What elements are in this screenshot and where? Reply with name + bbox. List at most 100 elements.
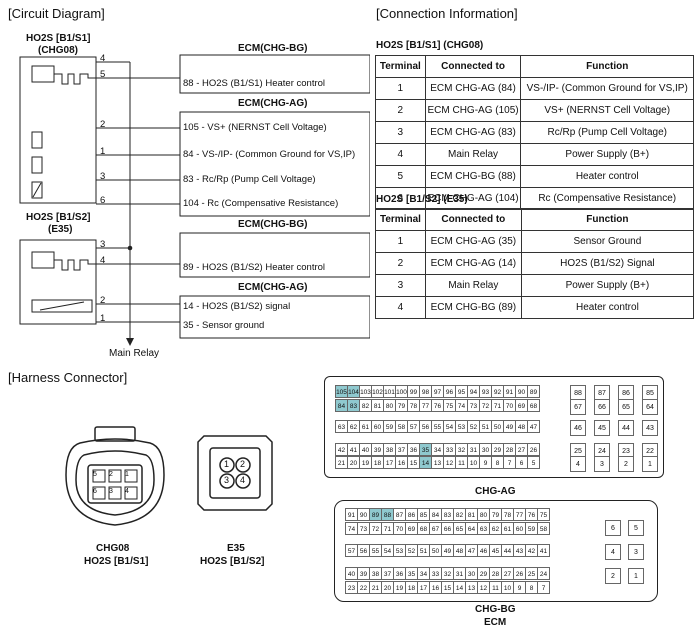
ecm-pin: 102: [371, 385, 384, 398]
chg08-pin: 4: [125, 488, 129, 495]
cell-connected-to: ECM CHG-AG (35): [424, 230, 522, 253]
ecm-pin: 69: [405, 522, 418, 535]
cell-connected-to: Main Relay: [424, 143, 522, 166]
s1-pin: 4: [100, 53, 106, 64]
ecm-pin: 80: [383, 399, 396, 412]
ecm-pin: 5: [628, 520, 644, 536]
ecm-pin: 63: [335, 420, 348, 433]
ecm-pin: 38: [383, 443, 396, 456]
sensor1-name: HO2S [B1/S1]: [26, 33, 91, 44]
cell-function: HO2S (B1/S2) Signal: [520, 252, 695, 275]
ecm-pin: 6: [605, 520, 621, 536]
e35-pin: 2: [240, 459, 246, 469]
header-connected-to: Connected to: [424, 208, 522, 231]
ecm-pin: 60: [371, 420, 384, 433]
ecm-label: 83 - Rc/Rp (Pump Cell Voltage): [183, 174, 316, 185]
cell-connected-to: ECM CHG-BG (88): [424, 165, 522, 188]
s1-pin: 5: [100, 69, 106, 80]
chg08-pin: 2: [109, 471, 113, 478]
cell-connected-to: ECM CHG-BG (89): [424, 296, 522, 319]
e35-connector-drawing: [197, 435, 273, 511]
s2-pin: 1: [100, 313, 106, 324]
chg08-connector-drawing: [65, 426, 165, 526]
sensor2-body: [19, 239, 97, 325]
chg08-pin: 3: [109, 488, 113, 495]
s2-pin: 2: [100, 295, 106, 306]
chg08-name: HO2S [B1/S1]: [84, 556, 149, 567]
sensor1-code: (CHG08): [38, 45, 79, 56]
chg08-code: CHG08: [96, 543, 130, 554]
ecm-pin: 82: [453, 508, 466, 521]
e35-pin: 4: [240, 475, 246, 485]
ecm-pin: 33: [443, 443, 456, 456]
header-function: Function: [520, 55, 694, 78]
s2-pin: 4: [100, 255, 106, 266]
chg-ag-connector: [324, 376, 664, 478]
cell-terminal: 1: [375, 230, 426, 253]
ecm-pin: 26: [527, 443, 540, 456]
ecm-pin: 5: [527, 456, 540, 469]
ecm-pin: 4: [605, 544, 621, 560]
cell-terminal: 3: [375, 121, 426, 144]
ecm-pin: 17: [383, 456, 396, 469]
chg-ag-label: CHG-AG: [475, 486, 516, 497]
chg08-pin: 1: [125, 471, 129, 478]
ecm-pin: 25: [570, 443, 586, 459]
ecm-pin: 90: [515, 385, 528, 398]
heater1-element: [54, 73, 96, 85]
ecm-pin: 72: [479, 399, 492, 412]
s1-pin: 2: [100, 119, 106, 130]
harness-heading: [Harness Connector]: [8, 370, 128, 385]
e35-pin: 1: [224, 459, 230, 469]
ecm-pin: 64: [642, 399, 658, 415]
ecm-pin: 24: [537, 567, 550, 580]
chg08-pin: 5: [93, 471, 97, 478]
cell-terminal: 2: [375, 252, 426, 275]
table-header-row: Terminal Connected to Function: [375, 55, 694, 78]
main-relay-label: Main Relay: [109, 348, 160, 359]
s1-pin: 3: [100, 171, 106, 182]
ecm-label: 84 - VS-/IP- (Common Ground for VS,IP): [183, 149, 356, 160]
sensor2-code: (E35): [48, 224, 73, 235]
header-terminal: Terminal: [375, 55, 426, 78]
ecm-pin: 16: [429, 581, 442, 594]
ecm-pin: 20: [381, 581, 394, 594]
ecm-bg-label-1: ECM(CHG-BG): [238, 43, 308, 54]
cell-function: Sensor Ground: [520, 230, 695, 253]
table2-title: HO2S [B1/S2] (E35): [376, 194, 468, 205]
cell-function: VS-/IP- (Common Ground for VS,IP): [520, 77, 694, 100]
cell-connected-to: ECM CHG-AG (105): [424, 99, 522, 122]
sensor1-body: [19, 56, 97, 204]
ecm-pin: 43: [642, 420, 658, 436]
ecm-pin: 47: [527, 420, 540, 433]
ecm-pin: 15: [441, 581, 454, 594]
ecm-pin: 65: [453, 522, 466, 535]
header-terminal: Terminal: [375, 208, 426, 231]
ecm-pin: 52: [467, 420, 480, 433]
cell-function: Rc/Rp (Pump Cell Voltage): [520, 121, 694, 144]
cell-terminal: 4: [375, 296, 426, 319]
ecm-pin: 4: [570, 456, 586, 472]
chg-bg-label: CHG-BG: [475, 604, 516, 615]
ecm-pin: 59: [383, 420, 396, 433]
header-connected-to: Connected to: [424, 55, 522, 78]
cell-function: Power Supply (B+): [520, 274, 695, 297]
ecm-pin: 89: [369, 508, 382, 521]
cell-function: Heater control: [520, 165, 694, 188]
ecm-pin: 53: [455, 420, 468, 433]
cell-function: Heater control: [520, 296, 695, 319]
cell-terminal: 2: [375, 99, 426, 122]
